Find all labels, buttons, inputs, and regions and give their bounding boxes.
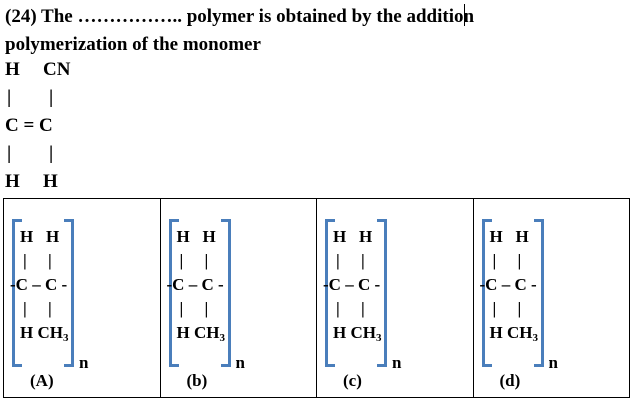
structure-row-2: | | (492, 251, 522, 270)
left-bracket (168, 219, 179, 367)
monomer-double-bond: C = C (5, 115, 53, 136)
monomer-bottom-right: H (43, 171, 58, 192)
structure-row-4: | | (492, 299, 522, 318)
polymer-structure: H H | | -C – C - | | H CH3 (10, 225, 68, 345)
monomer-top-left: H (5, 59, 20, 80)
question-line-2: polymerization of the monomer (5, 34, 261, 55)
option-b-cell[interactable]: H H | | -C – C - | | H CH3 n (b) (159, 198, 317, 398)
options-table: H H | | -C – C - | | H CH3 n (A) H H | | (3, 198, 630, 398)
structure-row-5-subscript: 3 (532, 332, 538, 344)
right-bracket (377, 219, 387, 367)
option-label-c: (c) (343, 371, 362, 390)
structure-row-5: H CH3 (488, 321, 538, 345)
monomer-bond-upper-left: | (7, 87, 12, 108)
structure-row-5: H CH3 (175, 321, 225, 345)
structure-row-1: H H (176, 227, 216, 246)
repeat-unit-n: n (548, 353, 558, 372)
question-line-1-text: (24) The …………….. polymer is obtained by … (5, 6, 464, 27)
option-a-cell[interactable]: H H | | -C – C - | | H CH3 n (A) (3, 198, 161, 398)
monomer-bottom-left: H (5, 171, 20, 192)
option-label-b: (b) (186, 371, 208, 390)
structure-row-1: H H (489, 227, 529, 246)
right-bracket (64, 219, 74, 367)
question-text: (24) The …………….. polymer is obtained by … (5, 3, 635, 59)
repeat-unit-n: n (235, 353, 245, 372)
monomer-top-right: CN (43, 59, 71, 80)
polymer-structure: H H | | -C – C - | | H CH3 (480, 225, 538, 345)
question-line-1: (24) The …………….. polymer is obtained by … (5, 3, 635, 31)
structure-row-3: -C – C - (323, 275, 381, 294)
right-bracket (533, 219, 544, 367)
left-bracket (481, 219, 492, 367)
option-label-a: (A) (30, 371, 54, 390)
option-label-d: (d) (499, 371, 521, 390)
left-bracket (325, 219, 335, 367)
monomer-bond-lower-left: | (7, 143, 12, 164)
structure-row-5-main: H CH (176, 323, 220, 342)
right-bracket (220, 219, 231, 367)
polymer-structure: H H | | -C – C - | | H CH3 (167, 225, 225, 345)
structure-row-2: | | (336, 251, 365, 270)
structure-row-5: H CH3 (331, 321, 381, 345)
structure-row-2: | | (179, 251, 209, 270)
text-cursor (463, 4, 465, 26)
option-c-cell[interactable]: H H | | -C – C - | | H CH3 n (c) (316, 198, 474, 398)
structure-row-3: -C – C - (166, 275, 224, 294)
structure-row-4: | | (179, 299, 209, 318)
structure-row-1: H H (20, 227, 60, 246)
structure-row-3: -C – C - (10, 275, 68, 294)
options-row: H H | | -C – C - | | H CH3 n (A) H H | | (3, 198, 630, 398)
structure-row-5: H CH3 (18, 321, 68, 345)
monomer-bond-lower-right: | (49, 143, 54, 164)
option-d-cell[interactable]: H H | | -C – C - | | H CH3 n (d) (472, 198, 630, 398)
structure-row-5-subscript: 3 (62, 332, 69, 344)
question-line-1-end: n (463, 6, 475, 27)
structure-row-5-main: H CH (333, 323, 376, 342)
structure-row-4: | | (336, 299, 365, 318)
structure-row-1: H H (333, 227, 373, 246)
structure-row-4: | | (23, 299, 52, 318)
structure-row-3: -C – C - (479, 275, 537, 294)
structure-row-5-subscript: 3 (219, 332, 225, 344)
structure-row-5-subscript: 3 (375, 332, 382, 344)
left-bracket (12, 219, 22, 367)
structure-row-5-main: H CH (20, 323, 63, 342)
polymer-structure: H H | | -C – C - | | H CH3 (323, 225, 381, 345)
structure-row-2: | | (23, 251, 52, 270)
repeat-unit-n: n (79, 353, 89, 372)
repeat-unit-n: n (392, 353, 402, 372)
monomer-bond-upper-right: | (49, 87, 54, 108)
structure-row-5-main: H CH (489, 323, 533, 342)
